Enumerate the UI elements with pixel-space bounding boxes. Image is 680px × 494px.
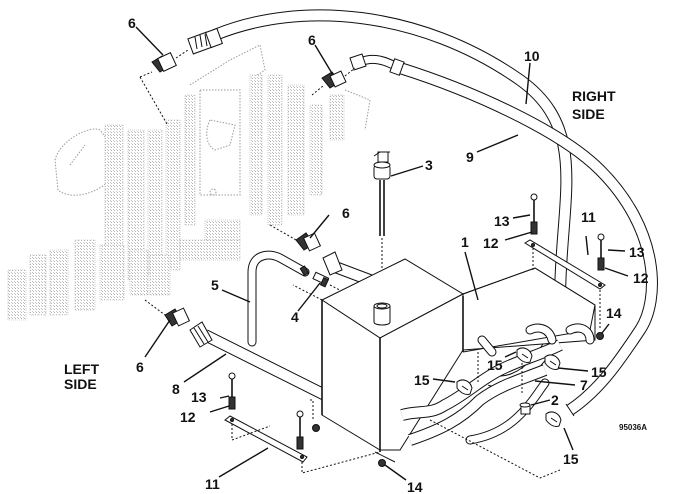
- adapter-fitting-top-left: [139, 49, 189, 125]
- ghosted-pump-assembly: [7, 44, 371, 321]
- mounting-strap-left: [224, 399, 381, 474]
- callout-15-center: 15: [487, 357, 503, 373]
- adapter-fitting-top-middle: [311, 67, 356, 96]
- callout-15-right: 15: [591, 364, 607, 380]
- fitting-2: [519, 402, 531, 415]
- callout-1: 1: [461, 234, 469, 250]
- hose-clamp-center: [516, 347, 533, 363]
- vent-tube: [247, 250, 310, 347]
- callout-9: 9: [466, 149, 474, 165]
- callout-7: 7: [580, 377, 588, 393]
- callout-14-right: 14: [606, 305, 622, 321]
- hose-9: [398, 62, 658, 417]
- adapter-fitting-left: [144, 299, 191, 327]
- bolt-spring-right-upper: [530, 193, 538, 235]
- callout-2: 2: [551, 392, 559, 408]
- callout-6-left: 6: [136, 359, 144, 375]
- nut-right: [596, 332, 604, 340]
- right-side-label: RIGHT SIDE: [572, 88, 616, 122]
- hose-10-end-fitting: [187, 27, 224, 55]
- callout-6-top-left: 6: [128, 15, 136, 31]
- callout-10: 10: [524, 48, 540, 64]
- callout-5: 5: [211, 277, 219, 293]
- callout-4: 4: [291, 309, 299, 325]
- bolt-spring-right-lower: [597, 233, 605, 271]
- hose-clamp-left: [456, 379, 473, 395]
- hose-9-end-fitting: [349, 53, 405, 76]
- callout-14-bottom: 14: [407, 479, 423, 494]
- right-side-label-line2: SIDE: [572, 106, 605, 122]
- callout-6-middle: 6: [342, 205, 350, 221]
- callout-11-left: 11: [205, 476, 220, 492]
- leader-lines: [135, 26, 629, 481]
- callout-13-right-lower: 13: [629, 244, 645, 260]
- hose-clamps: [456, 347, 562, 427]
- nut-tank-left: [312, 424, 320, 432]
- left-side-label-line1: LEFT: [64, 361, 99, 377]
- callout-15-bottom: 15: [563, 451, 579, 467]
- callout-8: 8: [172, 381, 180, 397]
- hose-clamp-right: [544, 354, 561, 370]
- callouts: 1 2 3 4 5 6 6 6 6 7 8 9 10 11 11 12 12 1…: [128, 15, 649, 494]
- callout-13-right-upper: 13: [494, 213, 510, 229]
- callout-12-right-lower: 12: [633, 270, 649, 286]
- adapter-fitting-middle: [269, 224, 322, 252]
- reservoir-tank: [292, 258, 596, 463]
- callout-6-top-middle: 6: [308, 32, 316, 48]
- hose-clamp-bottom: [545, 411, 562, 427]
- callout-12-left: 12: [180, 409, 196, 425]
- callout-3: 3: [425, 157, 433, 173]
- bolt-spring-left-inner: [296, 410, 304, 450]
- nut-bottom: [378, 459, 386, 467]
- right-side-label-line1: RIGHT: [572, 88, 616, 104]
- bolt-spring-left-outer: [228, 372, 236, 410]
- callout-12-right-upper: 12: [483, 235, 499, 251]
- callout-11-right: 11: [581, 209, 596, 225]
- left-side-label-line2: SIDE: [64, 376, 97, 392]
- callout-13-left: 13: [191, 389, 207, 405]
- callout-15-left: 15: [414, 372, 430, 388]
- left-side-label: LEFT SIDE: [64, 361, 99, 392]
- hose-8: [189, 321, 328, 401]
- figure-id: 95036A: [619, 423, 647, 432]
- mounting-strap-right: [524, 239, 606, 330]
